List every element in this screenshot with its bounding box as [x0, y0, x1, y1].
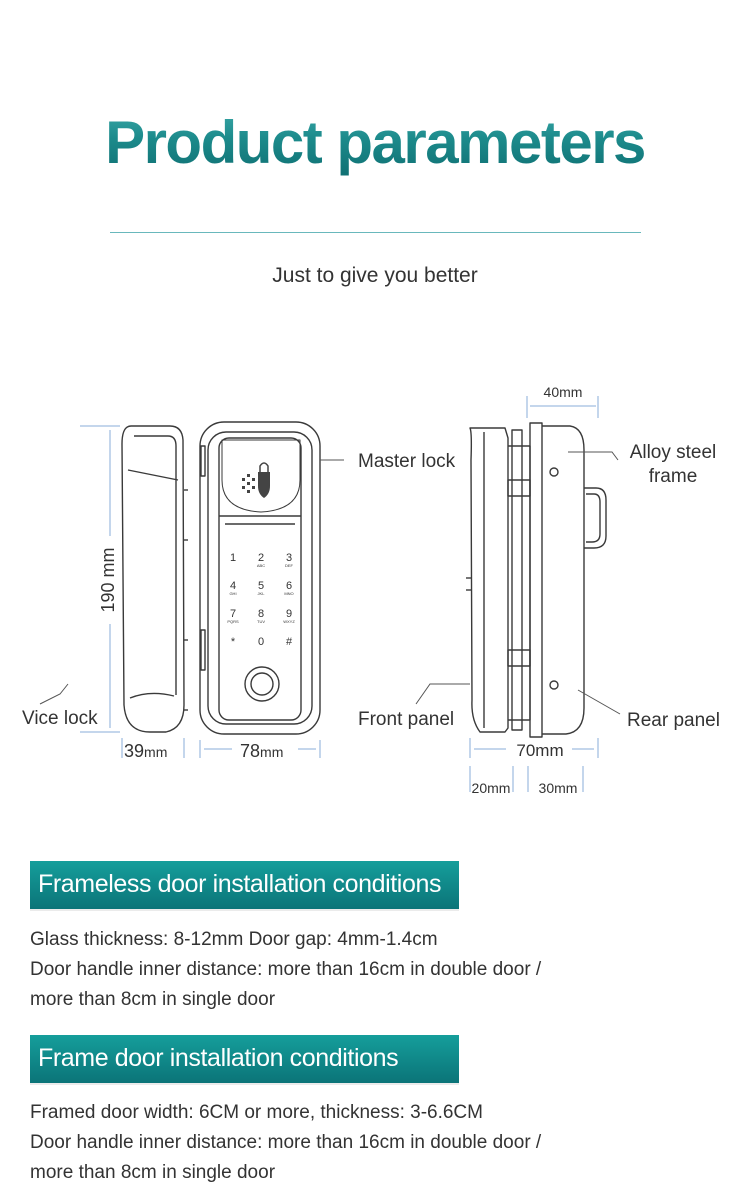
- title-divider: [110, 232, 641, 233]
- total-depth-dimension: 70mm: [516, 741, 563, 760]
- frame-line-2: Door handle inner distance: more than 16…: [30, 1132, 542, 1153]
- key-star: *: [231, 636, 236, 648]
- master-lock-drawing: [199, 421, 321, 735]
- frameless-line-2: Door handle inner distance: more than 16…: [30, 959, 542, 980]
- alloy-steel-frame-label-line2: frame: [649, 466, 698, 487]
- side-view-drawing: [466, 422, 607, 738]
- vice-width-dimension: 39mm: [124, 741, 167, 761]
- shield-lock-icon: [242, 462, 270, 498]
- key-3: 3: [286, 552, 292, 564]
- key-hash: #: [286, 636, 293, 648]
- key-7-sublabel: PQRS: [227, 619, 239, 624]
- key-7: 7: [230, 608, 236, 620]
- frameless-door-heading-text: Frameless door installation conditions: [38, 870, 442, 898]
- top-depth-dimension: 40mm: [544, 384, 583, 400]
- key-6: 6: [286, 580, 292, 592]
- page-subtitle: Just to give you better: [272, 264, 478, 287]
- frameless-door-heading: Frameless door installation conditions: [30, 861, 459, 909]
- key-1: 1: [230, 552, 236, 564]
- front-depth-dimension: 20mm: [472, 780, 511, 796]
- key-0: 0: [258, 636, 264, 648]
- frame-line-3: more than 8cm in single door: [30, 1162, 276, 1183]
- frame-door-heading: Frame door installation conditions: [30, 1035, 459, 1083]
- key-2: 2: [258, 552, 264, 564]
- key-6-sublabel: MNO: [284, 591, 293, 596]
- key-3-sublabel: DEF: [285, 563, 294, 568]
- frameless-line-1: Glass thickness: 8-12mm Door gap: 4mm-1.…: [30, 929, 438, 950]
- dimension-diagram: 1 2 3 4 5 6 7 8 9 * 0 # ABC DEF GHI JKL …: [22, 384, 720, 796]
- key-2-sublabel: ABC: [257, 563, 265, 568]
- frame-line-1: Framed door width: 6CM or more, thicknes…: [30, 1102, 483, 1123]
- frameless-line-3: more than 8cm in single door: [30, 989, 276, 1010]
- key-8: 8: [258, 608, 264, 620]
- key-5-sublabel: JKL: [258, 591, 266, 596]
- height-dimension: 190 mm: [98, 547, 118, 612]
- key-4-sublabel: GHI: [229, 591, 236, 596]
- frame-door-conditions: Framed door width: 6CM or more, thicknes…: [30, 1098, 590, 1188]
- master-lock-label: Master lock: [358, 451, 456, 472]
- frame-door-heading-text: Frame door installation conditions: [38, 1044, 399, 1072]
- keypad-sublabels: ABC DEF GHI JKL MNO PQRS TUV WXYZ: [227, 563, 295, 624]
- front-width-dimension: 78mm: [240, 741, 283, 761]
- frameless-door-conditions: Glass thickness: 8-12mm Door gap: 4mm-1.…: [30, 925, 590, 1015]
- vice-lock-label: Vice lock: [22, 708, 98, 729]
- rear-panel-label: Rear panel: [627, 710, 720, 731]
- key-9: 9: [286, 608, 292, 620]
- keypad: 1 2 3 4 5 6 7 8 9 * 0 #: [230, 552, 293, 648]
- key-9-sublabel: WXYZ: [283, 619, 295, 624]
- key-8-sublabel: TUV: [257, 619, 265, 624]
- alloy-steel-frame-label-line1: Alloy steel: [630, 442, 717, 463]
- key-5: 5: [258, 580, 264, 592]
- page-title: Product parameters: [0, 108, 750, 177]
- front-panel-label: Front panel: [358, 709, 454, 730]
- rear-depth-dimension: 30mm: [539, 780, 578, 796]
- key-4: 4: [230, 580, 236, 592]
- vice-lock-drawing: [121, 425, 188, 733]
